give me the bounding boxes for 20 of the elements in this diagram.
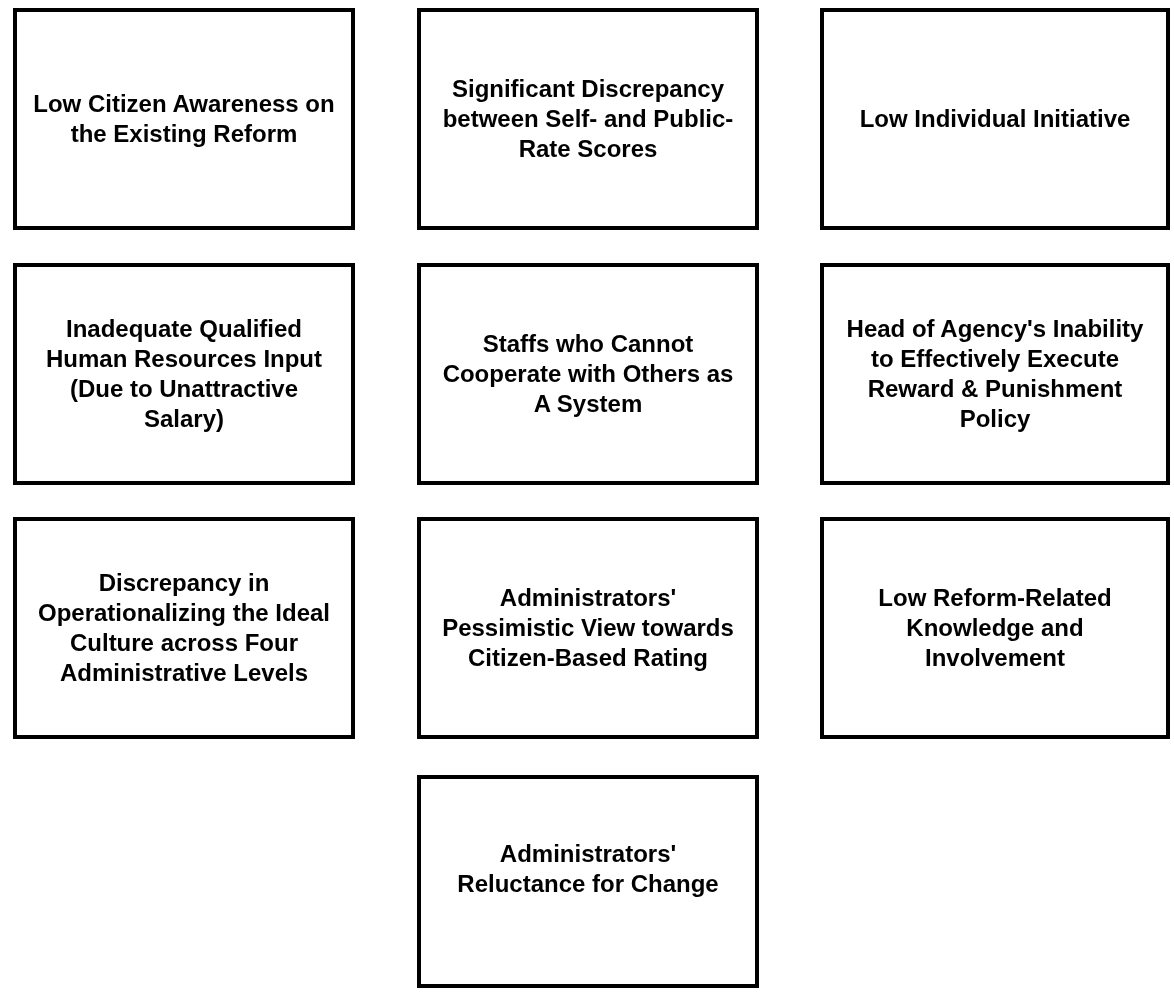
box-text: Low Individual Initiative — [859, 104, 1131, 134]
text-box — [417, 775, 759, 988]
text-box — [13, 8, 355, 230]
box-text: Discrepancy in Operationalizing the Ideal Culture across Four Administrative Levels — [36, 568, 331, 688]
text-box — [820, 517, 1170, 739]
box-text: Head of Agency's Inability to Effectively Execute Reward & Punishment Policy — [845, 314, 1145, 434]
text-box — [417, 263, 759, 485]
text-box — [820, 263, 1170, 485]
box-text: Low Citizen Awareness on the Existing Reform — [32, 89, 336, 149]
box-text: Significant Discrepancy between Self- and Public-Rate Scores — [441, 74, 735, 164]
text-box — [13, 517, 355, 739]
text-box — [820, 8, 1170, 230]
text-box — [417, 8, 759, 230]
box-text: Staffs who Cannot Cooperate with Others as A System — [441, 329, 735, 419]
box-text: Administrators' Reluctance for Change — [456, 839, 720, 899]
text-box — [417, 517, 759, 739]
text-box — [13, 263, 355, 485]
box-text: Inadequate Qualified Human Resources Input (Due to Unattractive Salary) — [44, 314, 323, 434]
box-text: Administrators' Pessimistic View towards Citizen-Based Rating — [441, 583, 735, 673]
box-text: Low Reform-Related Knowledge and Involvement — [877, 583, 1113, 673]
